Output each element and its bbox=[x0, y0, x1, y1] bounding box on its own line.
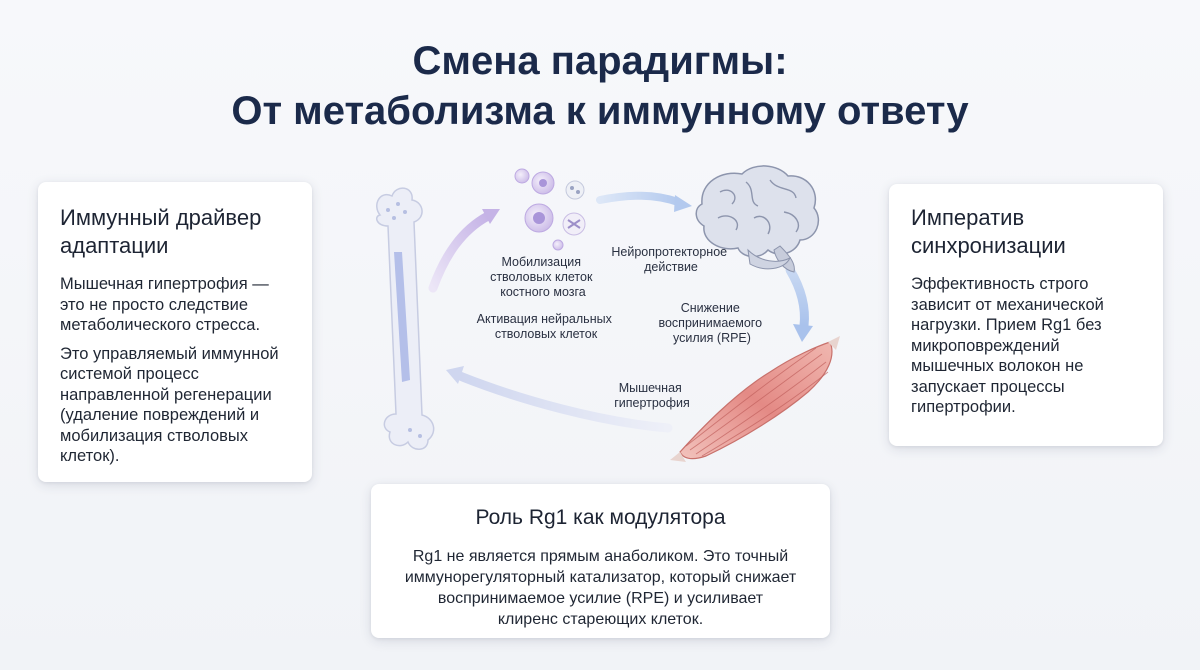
label-line: Нейропротекторное bbox=[611, 245, 727, 259]
bone-icon bbox=[375, 187, 435, 450]
label-mobilization: Мобилизация стволовых клеток костного мо… bbox=[490, 255, 596, 299]
title-line-1: Смена парадигмы: bbox=[412, 39, 788, 83]
text-line: Это управляемый иммунной bbox=[60, 344, 279, 363]
immune-driver-paragraph-2: Это управляемый иммунной системой процес… bbox=[60, 344, 292, 467]
heading-line: Императив bbox=[911, 205, 1025, 230]
arrow-cells-to-brain bbox=[596, 191, 692, 212]
label-neuroprotective: Нейропротекторное действие bbox=[611, 245, 730, 274]
rg1-modulator-heading: Роль Rg1 как модулятора bbox=[475, 506, 726, 529]
text-line: системой процесс bbox=[60, 365, 199, 383]
text-line: иммунорегуляторный катализатор, который … bbox=[404, 569, 797, 586]
label-line: стволовых клеток bbox=[490, 270, 593, 284]
arrow-muscle-to-bone bbox=[446, 366, 673, 433]
text-line: Rg1 не является прямым анаболиком. Это т… bbox=[412, 548, 789, 565]
text-line: микроповреждений bbox=[911, 336, 1060, 355]
rg1-modulator-body: Rg1 не является прямым анаболиком. Это т… bbox=[395, 546, 806, 630]
label-rpe-reduction: Снижение воспринимаемого усилия (RPE) bbox=[658, 301, 765, 345]
heading-line: адаптации bbox=[60, 233, 169, 258]
label-line: Активация нейральных bbox=[477, 312, 613, 326]
text-line: гипертрофии. bbox=[911, 398, 1016, 416]
label-neural-activation: Активация нейральных стволовых клеток bbox=[477, 312, 616, 341]
label-line: действие bbox=[644, 260, 698, 274]
synchronization-card: Императив синхронизации Эффективность ст… bbox=[889, 184, 1163, 446]
page-title: Смена парадигмы: От метаболизма к иммунн… bbox=[0, 36, 1200, 136]
text-line: клиренс стареющих клеток. bbox=[497, 611, 704, 628]
rg1-modulator-card: Роль Rg1 как модулятора Rg1 не является … bbox=[371, 484, 830, 638]
label-line: усилия (RPE) bbox=[673, 331, 751, 345]
label-line: стволовых клеток bbox=[495, 327, 598, 341]
text-line: нагрузки. Прием Rg1 без bbox=[911, 316, 1102, 334]
cycle-diagram: Мобилизация стволовых клеток костного мо… bbox=[375, 165, 840, 462]
label-line: воспринимаемого bbox=[658, 316, 762, 330]
label-line: костного мозга bbox=[500, 285, 586, 299]
text-line: Эффективность строго bbox=[911, 275, 1089, 293]
immune-driver-paragraph-1: Мышечная гипертрофия — это не просто сле… bbox=[60, 274, 292, 336]
text-line: метаболического стресса. bbox=[60, 316, 261, 334]
immune-driver-card: Иммунный драйвер адаптации Мышечная гипе… bbox=[38, 182, 312, 482]
text-line: мобилизация стволовых bbox=[60, 426, 249, 445]
brain-icon bbox=[695, 165, 820, 273]
heading-line: Иммунный драйвер bbox=[60, 205, 262, 230]
text-line: (удаление повреждений и bbox=[60, 406, 260, 424]
text-line: мышечных волокон не bbox=[911, 357, 1084, 375]
text-line: направленной регенерации bbox=[60, 385, 272, 404]
synchronization-heading: Императив синхронизации bbox=[911, 204, 1143, 260]
label-line: гипертрофия bbox=[614, 396, 690, 410]
heading-line: синхронизации bbox=[911, 233, 1066, 258]
text-line: запускает процессы bbox=[911, 377, 1065, 396]
immune-driver-heading: Иммунный драйвер адаптации bbox=[60, 204, 292, 260]
text-line: это не просто следствие bbox=[60, 295, 249, 314]
label-line: Мобилизация bbox=[501, 255, 581, 269]
stem-cells-icon bbox=[514, 168, 586, 251]
title-line-2: От метаболизма к иммунному ответу bbox=[231, 89, 969, 133]
label-hypertrophy: Мышечная гипертрофия bbox=[614, 381, 690, 410]
arrow-bone-to-cells bbox=[428, 209, 500, 293]
muscle-icon bbox=[670, 336, 840, 462]
text-line: Мышечная гипертрофия — bbox=[60, 275, 269, 293]
synchronization-body: Эффективность строго зависит от механиче… bbox=[911, 274, 1143, 418]
text-line: воспринимаемое усилие (RPE) и усиливает bbox=[437, 590, 764, 607]
text-line: зависит от механической bbox=[911, 295, 1104, 314]
label-line: Мышечная bbox=[619, 381, 682, 395]
label-line: Снижение bbox=[681, 301, 740, 315]
arrow-brain-to-muscle bbox=[785, 265, 813, 342]
text-line: клеток). bbox=[60, 447, 120, 465]
